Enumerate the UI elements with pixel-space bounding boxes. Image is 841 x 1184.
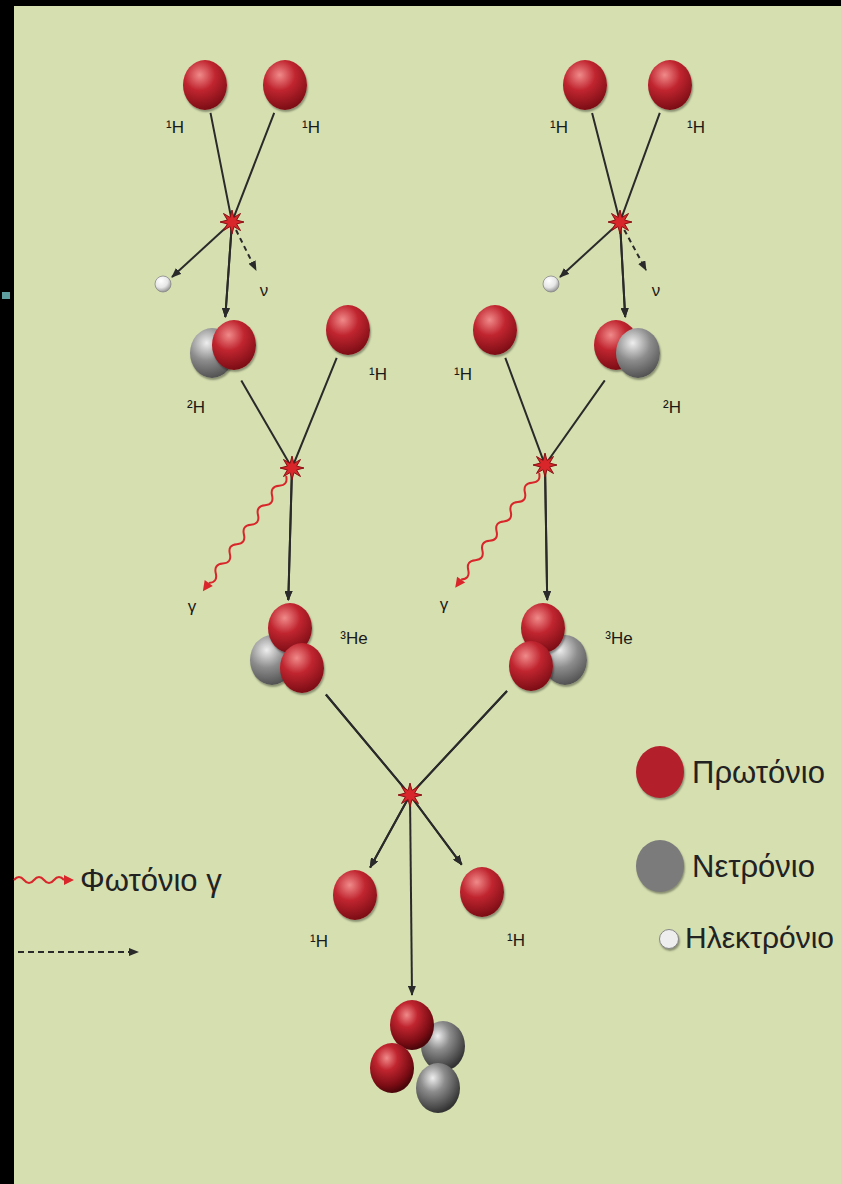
- gamma-photon: [451, 470, 543, 590]
- legend-swatch: [636, 840, 684, 892]
- isotope-label: ¹H: [369, 366, 387, 383]
- proton-ball: [473, 305, 517, 355]
- proton-ball: [460, 867, 504, 917]
- neutrino-emission: [232, 222, 646, 270]
- photon-legend-sample: [14, 875, 74, 885]
- legend-swatch: [636, 746, 684, 798]
- reaction-arrow: [241, 381, 292, 600]
- electron-emission: [155, 222, 620, 292]
- isotope-label: ¹H: [310, 933, 328, 950]
- reaction-arrow: [211, 113, 233, 317]
- proton-ball: [183, 60, 227, 110]
- product-arrow: [410, 795, 412, 995]
- reaction-star: [220, 210, 632, 807]
- gamma-photon: [199, 473, 290, 594]
- particle-symbol: γ: [188, 598, 197, 615]
- reaction-arrow: [288, 358, 336, 600]
- particle-node: ¹H: [263, 60, 307, 110]
- particle-node: ¹H: [563, 60, 607, 110]
- isotope-label: ³He: [340, 630, 367, 647]
- legend-swatch: [659, 929, 679, 949]
- isotope-label: ¹H: [166, 119, 184, 136]
- proton-ball: [212, 320, 256, 370]
- helium4-nucleus: [370, 1000, 465, 1113]
- dark-border: [0, 0, 14, 1184]
- legend-text: Φωτόνιο γ: [80, 865, 222, 896]
- particle-node: ¹H: [183, 60, 227, 110]
- proton-ball: [648, 60, 692, 110]
- neutrino-legend-sample: [18, 952, 138, 953]
- proton-ball: [333, 870, 377, 920]
- isotope-label: ²H: [663, 399, 681, 416]
- reaction-arrow: [370, 691, 507, 867]
- neutron-ball: [616, 328, 660, 378]
- proton-ball: [563, 60, 607, 110]
- reaction-arrow: [505, 358, 547, 600]
- reaction-arrow: [545, 380, 605, 600]
- particle-symbol: ν: [260, 282, 269, 299]
- particle-symbol: γ: [440, 596, 449, 613]
- isotope-label: ¹H: [454, 366, 472, 383]
- reaction-arrow: [326, 695, 462, 865]
- dark-border: [0, 0, 841, 6]
- legend-text: Νετρόνιο: [692, 851, 815, 882]
- particle-node: ²H: [190, 320, 256, 378]
- isotope-label: ¹H: [302, 119, 320, 136]
- particle-node: ¹H: [333, 870, 377, 920]
- isotope-label: ¹H: [687, 119, 705, 136]
- isotope-label: ²H: [187, 399, 205, 416]
- particle-node: ³He: [509, 603, 587, 691]
- particle-node: ¹H: [460, 867, 504, 917]
- particle-node: ¹H: [326, 305, 370, 355]
- proton-ball: [326, 305, 370, 355]
- proton-ball: [263, 60, 307, 110]
- isotope-label: ¹H: [507, 932, 525, 949]
- reaction-arrow: [410, 691, 507, 865]
- particle-node: ³He: [250, 603, 324, 693]
- legend-text: Ηλεκτρόνιο: [685, 923, 834, 953]
- isotope-label: ¹H: [550, 119, 568, 136]
- particle-node: ²H: [594, 320, 660, 378]
- particle-symbol: ν: [652, 282, 661, 299]
- slide-bullet: [2, 292, 10, 299]
- particle-node: ¹H: [473, 305, 517, 355]
- proton-ball: [509, 641, 553, 691]
- proton-ball: [280, 643, 324, 693]
- legend-text: Πρωτόνιο: [692, 757, 825, 788]
- particle-node: ¹H: [648, 60, 692, 110]
- isotope-label: ³He: [605, 630, 632, 647]
